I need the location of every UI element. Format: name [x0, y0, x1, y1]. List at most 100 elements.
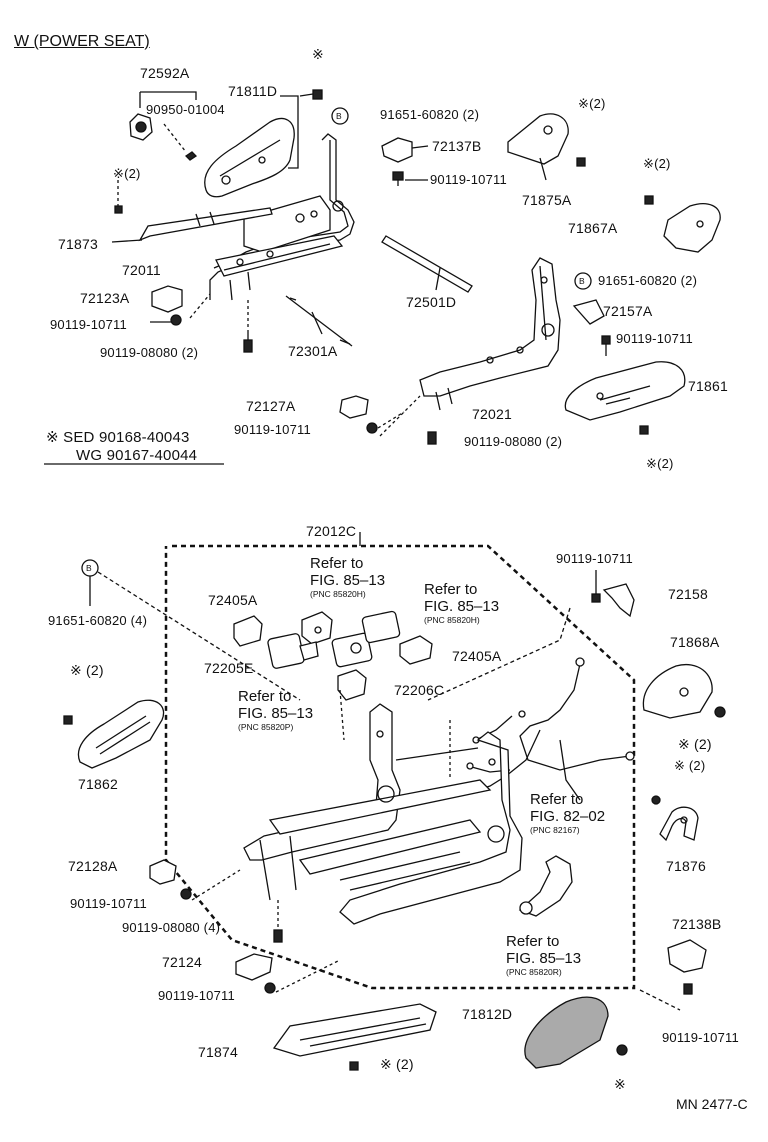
motor-85820p [267, 633, 319, 669]
label-72138b: 72138B [672, 916, 722, 932]
refer-5-line1: Refer to [506, 933, 560, 950]
label-star2-f: ※ (2) [678, 736, 712, 752]
bolt-90119-08080-c [273, 929, 283, 943]
label-72158: 72158 [668, 586, 708, 602]
label-71861: 71861 [688, 378, 728, 394]
refer-block-4: Refer to FIG. 82–02 (PNC 82167) [530, 791, 605, 835]
cover-71862 [77, 699, 165, 769]
label-71868a: 71868A [670, 634, 720, 650]
cover-71811d [204, 95, 299, 198]
wire-harness [466, 657, 635, 801]
bolt-90119-f [180, 888, 192, 900]
bolt-90119-e [591, 593, 601, 603]
refer-4-line3: (PNC 82167) [530, 825, 580, 835]
bolt-71862 [63, 715, 73, 725]
label-71867a: 71867A [568, 220, 618, 236]
motor-72205e [233, 615, 263, 647]
label-90119-10711-a: 90119-10711 [430, 172, 507, 187]
label-72405a-b: 72405A [452, 648, 502, 664]
diagram-title: W (POWER SEAT) [14, 33, 150, 50]
bolt-71861 [639, 425, 649, 435]
bracket-71875a [507, 113, 569, 181]
block-72127a [339, 395, 369, 419]
label-91651-60820-c: 91651-60820 (4) [48, 613, 148, 628]
bolt-90119-d [366, 422, 378, 434]
block-72124 [235, 953, 273, 981]
refer-2-line3: (PNC 85820H) [424, 615, 480, 625]
label-star2-e: ※ (2) [70, 662, 104, 678]
label-71873: 71873 [58, 236, 98, 252]
label-90119-10711-h: 90119-10711 [662, 1030, 739, 1045]
label-90119-10711-c: 90119-10711 [50, 317, 127, 332]
label-72205e: 72205E [204, 660, 254, 676]
bolt-71867a [644, 195, 654, 205]
motor-72405a-left [301, 611, 333, 645]
refer-block-5: Refer to FIG. 85–13 (PNC 85820R) [506, 933, 581, 977]
cap-72137b [381, 137, 413, 163]
bracket-71876 [659, 806, 699, 842]
seat-track-72011 [209, 133, 355, 301]
label-72137b: 72137B [432, 138, 482, 154]
refer-5-line2: FIG. 85–13 [506, 950, 582, 967]
label-star2-d: ※(2) [646, 456, 674, 471]
refer-4-line1: Refer to [530, 791, 584, 808]
label-90119-08080-c: 90119-08080 (4) [122, 920, 221, 935]
label-star2-a: ※(2) [578, 96, 606, 111]
label-90119-10711-g: 90119-10711 [158, 988, 235, 1003]
cap-72157a [572, 299, 605, 325]
bolt-71875a [576, 157, 586, 167]
cover-71867a [663, 203, 721, 253]
label-72206c: 72206C [394, 682, 445, 698]
block-72128a [149, 859, 177, 885]
block-72123a [151, 285, 183, 313]
label-71812d: 71812D [462, 1006, 513, 1022]
refer-3-line1: Refer to [238, 688, 292, 705]
label-72405a-a: 72405A [208, 592, 258, 608]
bar-72501d [381, 235, 473, 293]
bolt-90119-c [601, 335, 611, 356]
label-90119-10711-d: 90119-10711 [234, 422, 311, 437]
assembly-boundary [164, 544, 636, 990]
label-star2-c: ※(2) [113, 166, 141, 181]
bolt-b-icon-1 [331, 107, 349, 125]
label-71875a: 71875A [522, 192, 572, 208]
label-91651-60820-a: 91651-60820 (2) [380, 107, 480, 122]
bolt-90119-h [683, 983, 693, 995]
label-72124: 72124 [162, 954, 202, 970]
motor-72206c [337, 669, 367, 701]
refer-1-line2: FIG. 85–13 [310, 572, 386, 589]
refer-5-line3: (PNC 85820R) [506, 967, 562, 977]
motor-85820h-b [361, 610, 401, 644]
label-star-bottom: ※ [614, 1076, 626, 1092]
cover-71861 [564, 361, 686, 421]
diagram-id: MN 2477-C [676, 1096, 748, 1112]
cap-72158 [602, 583, 635, 618]
refer-1-line1: Refer to [310, 555, 364, 572]
bolt-71876 [651, 795, 661, 805]
bolt-71874 [349, 1061, 359, 1071]
label-star-top: ※ [312, 46, 324, 62]
bolt-90119-a [392, 171, 428, 186]
bolt-b-letter-3: B [86, 563, 92, 573]
bolt-71812d [616, 1044, 628, 1056]
cover-71868a [642, 664, 713, 719]
label-90119-10711-f: 90119-10711 [70, 896, 147, 911]
bolt-90119-08080-a [243, 300, 253, 353]
grommet-72592a [129, 91, 197, 141]
label-72011: 72011 [122, 262, 161, 278]
label-star2-b: ※(2) [643, 156, 671, 171]
bolt-90119-08080-b [427, 431, 437, 445]
bolt-b-letter-1: B [336, 111, 342, 121]
label-72128a: 72128A [68, 858, 118, 874]
refer-1-line3: (PNC 85820H) [310, 589, 366, 599]
cover-71812d [524, 996, 609, 1069]
label-91651-60820-b: 91651-60820 (2) [598, 273, 698, 288]
refer-3-line3: (PNC 85820P) [238, 722, 294, 732]
label-star2-h: ※ (2) [380, 1056, 414, 1072]
bolt-b-letter-2: B [579, 276, 585, 286]
label-71874: 71874 [198, 1044, 238, 1060]
note-line-2: WG 90167-40044 [76, 447, 198, 464]
bolt-71868a [714, 706, 726, 718]
